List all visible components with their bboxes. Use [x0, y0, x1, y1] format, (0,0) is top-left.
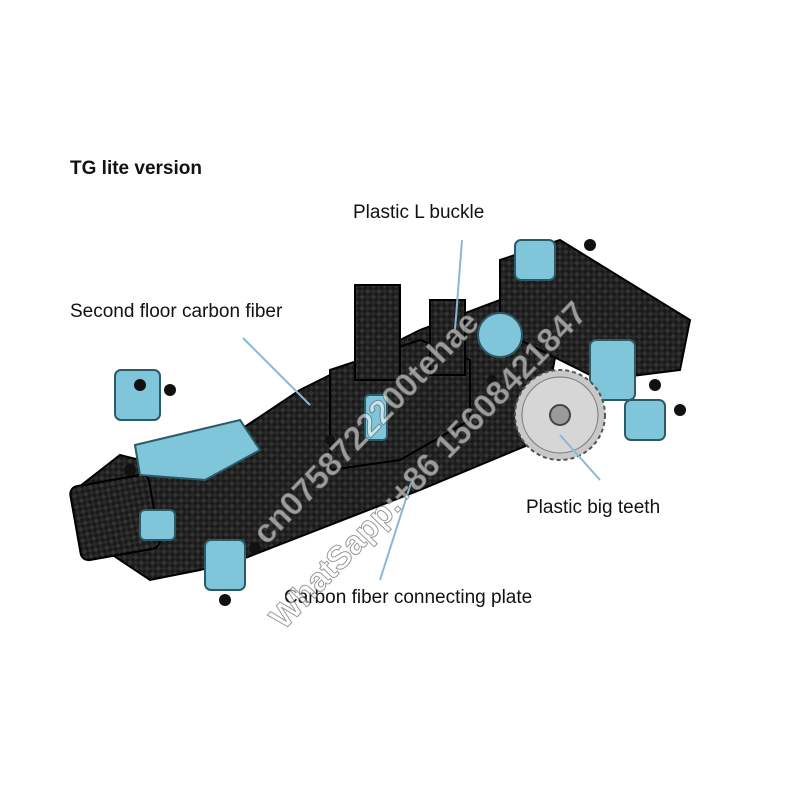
spur-gear	[514, 369, 606, 461]
callout-second-floor: Second floor carbon fiber	[70, 301, 283, 322]
screw-heads	[124, 239, 686, 606]
leader-line-plate	[379, 479, 413, 581]
front-upright-right	[204, 539, 246, 591]
leader-line-second-floor	[242, 337, 311, 406]
rear-hub-right	[624, 399, 666, 441]
front-suspension-arm	[133, 418, 262, 482]
body-post-mount	[364, 394, 388, 441]
upright-post	[354, 284, 401, 381]
front-upright-left	[114, 369, 161, 421]
rear-hub-top	[514, 239, 556, 281]
page-title: TG lite version	[70, 158, 202, 179]
rear-motor-mount	[589, 339, 636, 401]
leader-line-teeth	[559, 434, 601, 481]
callout-l-buckle: Plastic L buckle	[353, 202, 485, 223]
callout-connecting-plate: Carbon fiber connecting plate	[284, 587, 533, 608]
rear-shock	[477, 312, 523, 358]
leader-line-buckle	[454, 239, 463, 331]
front-hub	[139, 509, 176, 541]
callout-big-teeth: Plastic big teeth	[526, 497, 661, 518]
